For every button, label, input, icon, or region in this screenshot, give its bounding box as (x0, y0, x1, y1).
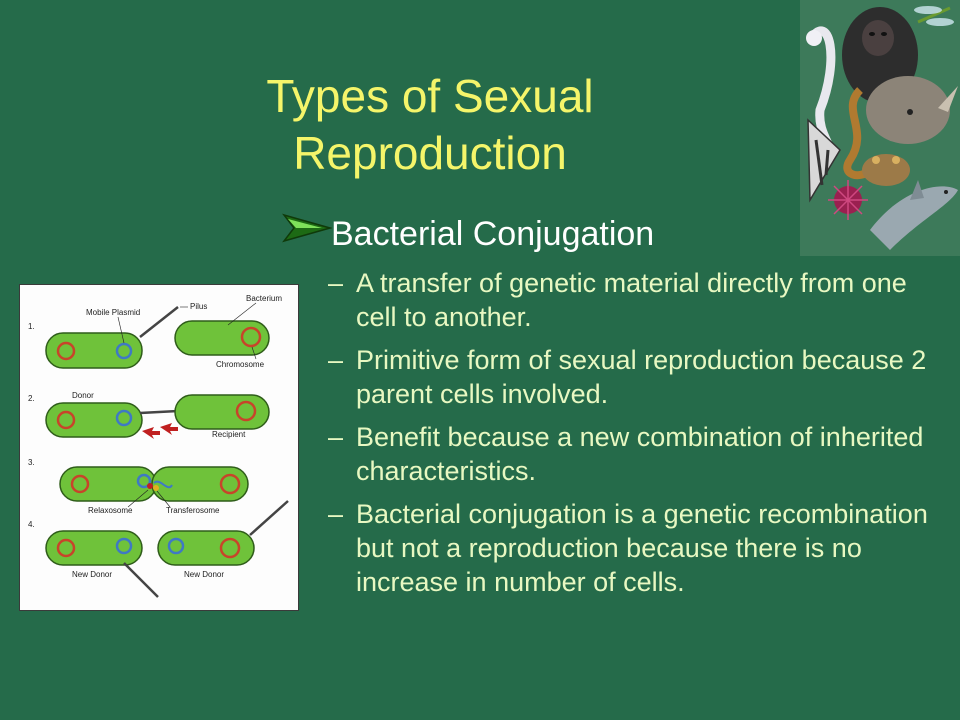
label-recipient: Recipient (212, 430, 246, 439)
title-line-2: Reproduction (293, 127, 567, 179)
slide-title: Types of Sexual Reproduction (200, 68, 660, 182)
step-number-3: 3. (28, 458, 35, 467)
bullet-item-1: – A transfer of genetic material directl… (328, 266, 938, 334)
step-1: Mobile Plasmid Pilus Bacterium Chromosom… (45, 294, 282, 369)
bullet-dash: – (328, 422, 344, 452)
step-3: Relaxosome Transferosome (59, 466, 249, 515)
label-donor: Donor (72, 391, 94, 400)
label-chromosome: Chromosome (216, 360, 265, 369)
bullet-text: Bacterial conjugation is a genetic recom… (356, 499, 928, 597)
bullet-text: Primitive form of sexual reproduction be… (356, 345, 927, 409)
bullet-list: – A transfer of genetic material directl… (328, 266, 938, 608)
label-relaxosome: Relaxosome (88, 506, 133, 515)
label-new-donor-right: New Donor (184, 570, 224, 579)
label-mobile-plasmid: Mobile Plasmid (86, 308, 140, 317)
bullet-dash: – (328, 345, 344, 375)
animal-collage-illustration (800, 0, 960, 256)
bullet-item-3: – Benefit because a new combination of i… (328, 420, 938, 488)
bullet-item-4: – Bacterial conjugation is a genetic rec… (328, 497, 938, 599)
bullet-item-2: – Primitive form of sexual reproduction … (328, 343, 938, 411)
label-new-donor-left: New Donor (72, 570, 112, 579)
bullet-dash: – (328, 499, 344, 529)
step-2: Donor Recipient (45, 391, 270, 439)
step-number-2: 2. (28, 394, 35, 403)
title-line-1: Types of Sexual (266, 70, 594, 122)
label-bacterium: Bacterium (246, 294, 282, 303)
label-pilus: Pilus (190, 302, 207, 311)
bullet-text: A transfer of genetic material directly … (356, 268, 907, 332)
step-number-4: 4. (28, 520, 35, 529)
step-number-1: 1. (28, 322, 35, 331)
bullet-dash: – (328, 268, 344, 298)
bullet-text: Benefit because a new combination of inh… (356, 422, 924, 486)
label-transferosome: Transferosome (166, 506, 220, 515)
conjugation-diagram: 1. 2. 3. 4. Mobile Plasmid Pilus Bacteri… (19, 284, 299, 611)
step-4: New Donor New Donor (45, 500, 289, 598)
section-heading: Bacterial Conjugation (331, 215, 655, 253)
green-arrow-bullet-icon (282, 213, 332, 243)
